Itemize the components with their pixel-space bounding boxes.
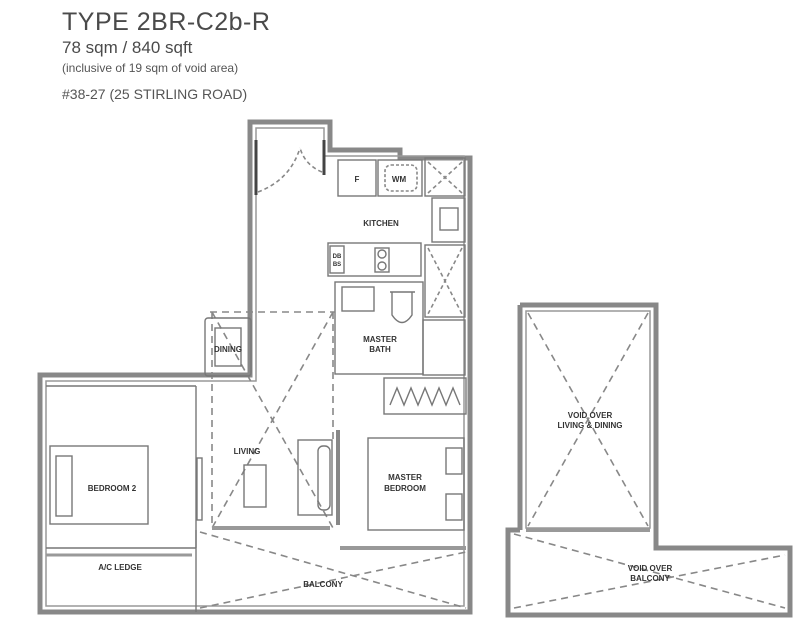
unit-type-title: TYPE 2BR-C2b-R [62,8,271,36]
void-balcony-label-1: VOID OVER [628,564,673,573]
living-label: LIVING [234,447,261,456]
entry-door [254,140,326,195]
living-coffee-table [243,464,267,508]
master-bedroom-label-2: BEDROOM [384,484,426,493]
unit-area: 78 sqm / 840 sqft [62,38,193,57]
void-area-note: (inclusive of 19 sqm of void area) [62,61,239,75]
balcony [195,526,467,612]
ac-ledge-label: A/C LEDGE [98,563,142,572]
void-living-label-1: VOID OVER [568,411,613,420]
void-over-balcony [505,527,793,618]
master-bath [334,244,466,376]
kitchen-counters [327,157,466,277]
void-balcony-label-2: BALCONY [630,574,670,583]
master-bath-label-1: MASTER [363,335,397,344]
db-label: DB [333,254,342,260]
unit-address: #38-27 (25 STIRLING ROAD) [62,86,248,102]
living-sofa [297,439,333,516]
void-living-label-2: LIVING & DINING [558,421,623,430]
fridge-label: F [355,175,360,184]
unit-outer-wall [37,119,473,615]
kitchen-label: KITCHEN [363,219,399,228]
bs-label: BS [333,262,341,268]
balcony-label: BALCONY [303,580,343,589]
bedroom-2 [46,385,203,549]
master-bedroom-label-1: MASTER [388,473,422,482]
double-volume-outline [210,311,335,529]
bedroom-2-label: BEDROOM 2 [88,484,137,493]
dining-table [204,317,252,377]
washer-label: WM [392,175,407,184]
dining-label: DINING [214,345,242,354]
wardrobe [383,377,467,415]
master-bedroom [336,430,465,531]
master-bath-label-2: BATH [369,345,391,354]
